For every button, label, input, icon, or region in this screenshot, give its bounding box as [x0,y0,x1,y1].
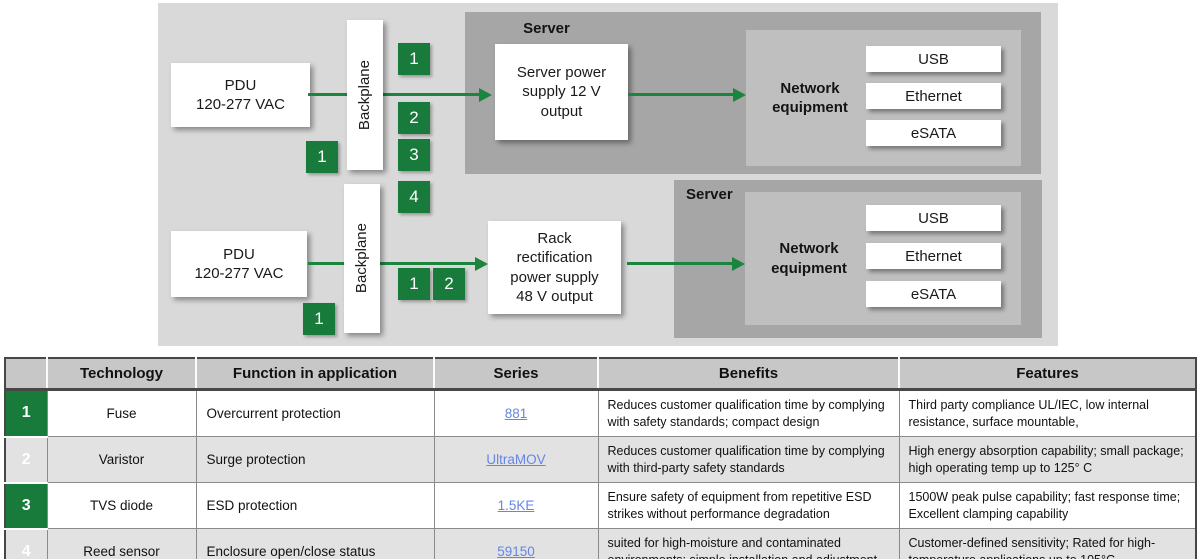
series-link[interactable]: 59150 [497,544,535,559]
cell-function: Overcurrent protection [195,389,435,437]
row-number-cell: 3 [4,482,48,530]
series-link[interactable]: 1.5KE [497,498,535,513]
component-badge-2: 2 [398,102,430,134]
table-row: 2 Varistor Surge protection UltraMOV Red… [4,436,1197,484]
cell-function: ESD protection [195,482,435,529]
cell-function: Surge protection [195,436,435,483]
psu-text-line: output [540,102,583,120]
component-badge-1: 1 [398,268,430,300]
header-num [5,358,48,391]
header-technology: Technology [47,358,197,391]
port-box-usb: USB [866,46,1001,72]
component-badge-1: 1 [398,43,430,75]
psu-text-line: power supply [510,268,599,286]
series-link[interactable]: UltraMOV [486,452,546,467]
row-number-cell: 2 [4,436,48,484]
backplane-label: Backplane [356,59,374,131]
flow-arrow-line [628,93,734,96]
component-badge-4: 4 [398,181,430,213]
flow-arrow-head [479,88,492,102]
row-number-cell: 1 [4,389,48,438]
server-box-2: Server Network equipment USB Ethernet eS… [674,180,1042,338]
psu-text-line: Server power [516,63,607,81]
server-psu-box: Server power supply 12 V output [495,44,628,140]
backplane-box-1: Backplane [347,20,383,170]
rack-psu-box: Rack rectification power supply 48 V out… [488,221,621,314]
cell-features: High energy absorption capability; small… [898,436,1197,483]
cell-benefits: Ensure safety of equipment from repetiti… [597,482,900,529]
network-title-line: Network [780,79,840,97]
cell-technology: Fuse [46,389,197,437]
pdu-text-line: PDU [224,76,257,94]
port-box-esata: eSATA [866,120,1001,146]
flow-arrow-head [733,88,746,102]
cell-features: Customer-defined sensitivity; Rated for … [898,528,1197,559]
backplane-label: Backplane [353,223,371,294]
flow-arrow-head [732,257,745,271]
network-equipment-box-1: Network equipment USB Ethernet eSATA [746,30,1021,166]
server-title: Server [686,186,733,203]
psu-text-line: 48 V output [516,288,593,305]
component-badge-1: 1 [306,141,338,173]
flow-arrow-line [627,262,733,265]
cell-series: 59150 [433,528,599,559]
component-badge-3: 3 [398,139,430,171]
flow-arrow-line [308,93,480,96]
pdu-text-line: 120-277 VAC [194,265,284,282]
port-box-ethernet: Ethernet [866,243,1001,269]
network-title-line: Network [779,240,839,257]
network-equipment-label: Network equipment [753,192,865,325]
psu-text-line: rectification [516,249,593,266]
cell-technology: Varistor [46,436,197,483]
port-box-esata: eSATA [866,281,1001,307]
pdu-box-2: PDU 120-277 VAC [171,231,307,297]
cell-function: Enclosure open/close status [195,528,435,559]
cell-features: Third party compliance UL/IEC, low inter… [898,389,1197,437]
cell-benefits: suited for high-moisture and contaminate… [597,528,900,559]
series-link[interactable]: 881 [504,406,528,421]
table-row: 4 Reed sensor Enclosure open/close statu… [4,528,1197,559]
cell-benefits: Reduces customer qualification time by c… [597,436,900,483]
cell-benefits: Reduces customer qualification time by c… [597,389,900,437]
table-row: 3 TVS diode ESD protection 1.5KE Ensure … [4,482,1197,530]
server-box-1: Server Server power supply 12 V output N… [465,12,1041,174]
network-title-line: equipment [772,99,848,116]
table-row: 1 Fuse Overcurrent protection 881 Reduce… [4,389,1197,438]
component-badge-1: 1 [303,303,335,335]
cell-technology: TVS diode [46,482,197,529]
cell-series: UltraMOV [433,436,599,483]
component-badge-2: 2 [433,268,465,300]
header-features: Features [899,358,1197,391]
technology-table: Technology Function in application Serie… [4,357,1197,559]
cell-features: 1500W peak pulse capability; fast respon… [898,482,1197,529]
network-title-line: equipment [771,259,847,277]
flow-arrow-line [308,262,476,265]
header-series: Series [434,358,599,391]
psu-text-line: supply 12 V [522,83,601,101]
backplane-box-2: Backplane [344,184,380,333]
port-box-usb: USB [866,205,1001,231]
cell-technology: Reed sensor [46,528,197,559]
cell-series: 1.5KE [433,482,599,529]
port-box-ethernet: Ethernet [866,83,1001,109]
flow-arrow-head [475,257,488,271]
row-number-cell: 4 [4,528,48,559]
server-title: Server [523,20,570,37]
header-function: Function in application [196,358,435,391]
network-equipment-box-2: Network equipment USB Ethernet eSATA [745,192,1021,325]
table-header-row: Technology Function in application Serie… [5,358,1197,391]
pdu-text-line: PDU [223,245,255,263]
psu-text-line: Rack [537,229,572,247]
pdu-box-1: PDU 120-277 VAC [171,63,310,127]
header-benefits: Benefits [598,358,900,391]
network-equipment-label: Network equipment [754,30,866,166]
cell-series: 881 [433,389,599,437]
pdu-text-line: 120-277 VAC [196,96,285,113]
